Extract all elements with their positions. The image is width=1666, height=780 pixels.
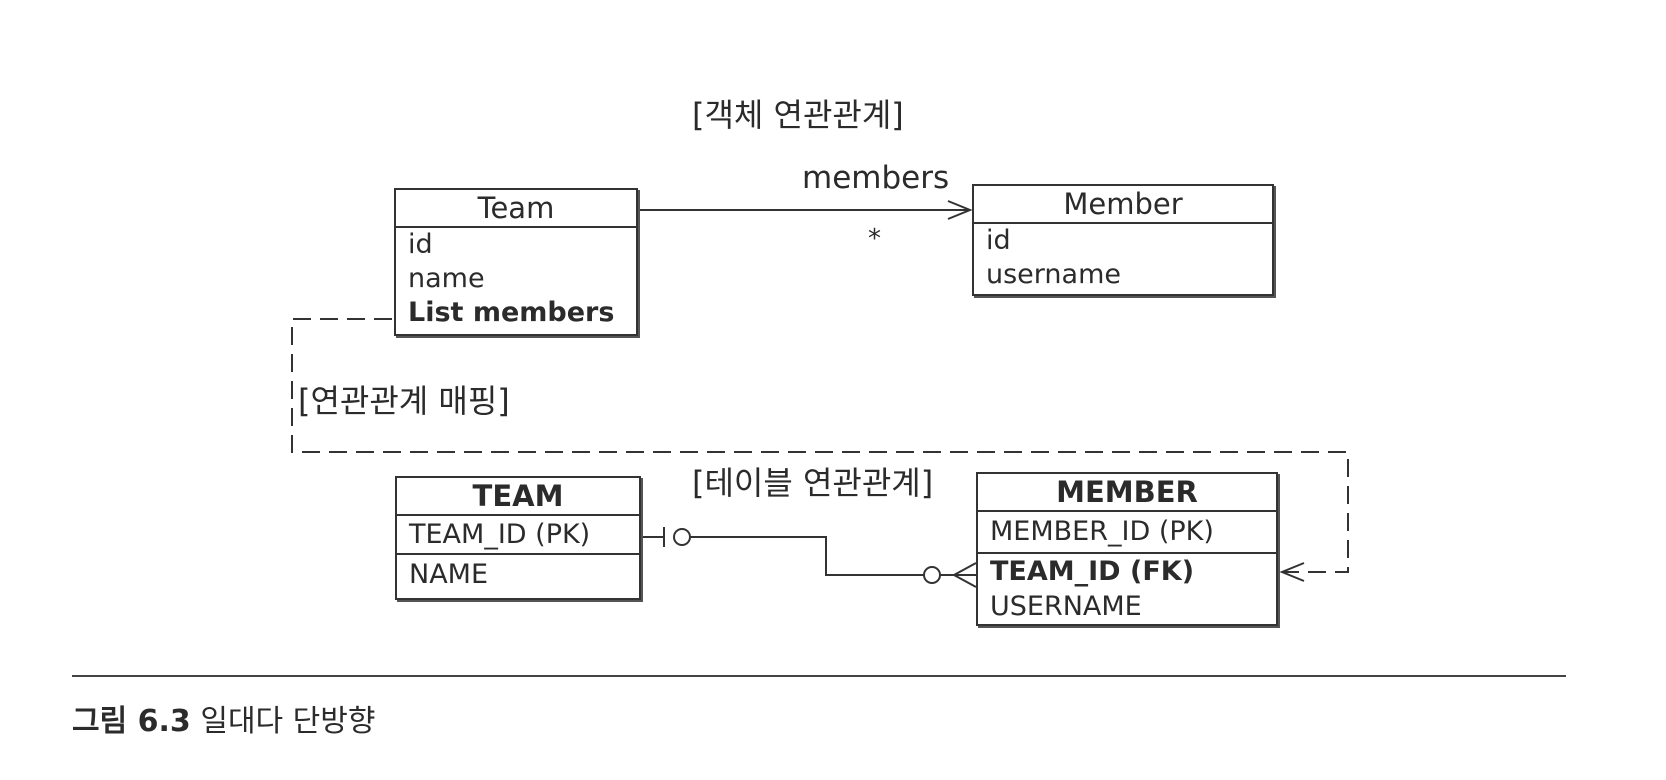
figure-caption: 그림 6.3 일대다 단방향 [72,696,375,740]
team-class-name: Team [396,190,636,228]
member-field-username: username [986,259,1121,290]
member-table-pk: MEMBER_ID (PK) [978,512,1276,554]
member-table-username: USERNAME [990,591,1142,622]
figure-number: 그림 6.3 [72,704,191,739]
team-field-members: List members [408,297,615,328]
association-multiplicity: * [868,224,881,254]
member-table-fk: TEAM_ID (FK) [990,556,1195,587]
member-field-id: id [986,225,1011,256]
members-association-arrow [638,200,973,220]
object-section-title: [객체 연관관계] [692,96,904,134]
er-relationship-line [641,527,977,588]
team-table-name-column: NAME [409,559,489,590]
table-section-title: [테이블 연관관계] [692,464,934,502]
team-field-name: name [408,263,485,294]
association-role-label: members [802,160,950,196]
team-table-box: TEAM TEAM_ID (PK) NAME [395,476,641,600]
team-table-name: TEAM [397,478,639,516]
team-field-id: id [408,229,433,260]
member-table-name: MEMBER [978,474,1276,512]
team-table-pk: TEAM_ID (PK) [397,516,639,555]
figure-title: 일대다 단방향 [200,704,376,739]
mapping-dashed-line [291,318,1349,582]
member-class-name: Member [974,186,1272,224]
team-class-box: Team id name List members [394,188,638,336]
member-table-box: MEMBER MEMBER_ID (PK) TEAM_ID (FK) USERN… [976,472,1278,626]
mapping-label: [연관관계 매핑] [298,382,510,420]
member-class-box: Member id username [972,184,1274,296]
